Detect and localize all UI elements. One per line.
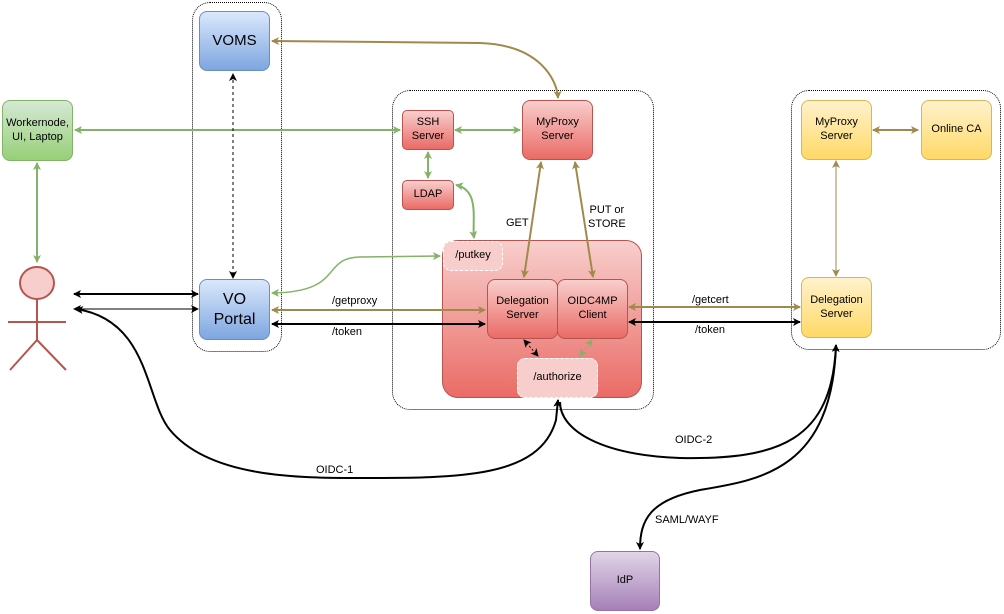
delegation-server-right-node: Delegation Server [801,277,872,338]
putkey-node: /putkey [443,241,503,271]
online-ca-container [791,90,1001,350]
oidc4mp-client-node: OIDC4MP Client [557,279,628,339]
edge-ldap-putkey [455,182,478,239]
delegation-server-left-node: Delegation Server [487,279,558,339]
ldap-node: LDAP [402,180,454,210]
myproxy-server-right-node: MyProxy Server [801,100,872,160]
oidc1-label: OIDC-1 [316,464,354,476]
voms-node: VOMS [199,11,270,71]
get-label: GET [506,217,529,229]
ssh-server-node: SSH Server [402,110,454,150]
myproxy-server-left-node: MyProxy Server [522,100,593,160]
online-ca-node: Online CA [921,100,992,160]
edge-authorize-oidc4mp [579,339,593,357]
edge-oidc2 [559,344,840,460]
token-right-label: /token [695,324,725,336]
edge-vo-putkey [271,252,441,297]
put-store-label: PUT or STORE [588,204,626,231]
authorize-node: /authorize [517,358,598,398]
edge-saml [636,344,837,550]
edge-myproxy-delegation [521,161,544,278]
getproxy-label: /getproxy [332,295,378,307]
workernode-node: Workernode, UI, Laptop [2,100,73,161]
token-left-label: /token [332,326,362,338]
edge-myproxy-oidc4mp [572,161,596,278]
oidc2-label: OIDC-2 [675,434,713,446]
user-actor [8,266,67,371]
edge-oidc1 [75,306,562,479]
idp-node: IdP [590,551,660,611]
getcert-label: /getcert [692,294,729,306]
edge-voms-myproxy [271,37,562,99]
saml-label: SAML/WAYF [655,514,719,526]
edge-delegation-authorize [523,339,539,357]
vo-portal-node: VO Portal [199,279,270,340]
